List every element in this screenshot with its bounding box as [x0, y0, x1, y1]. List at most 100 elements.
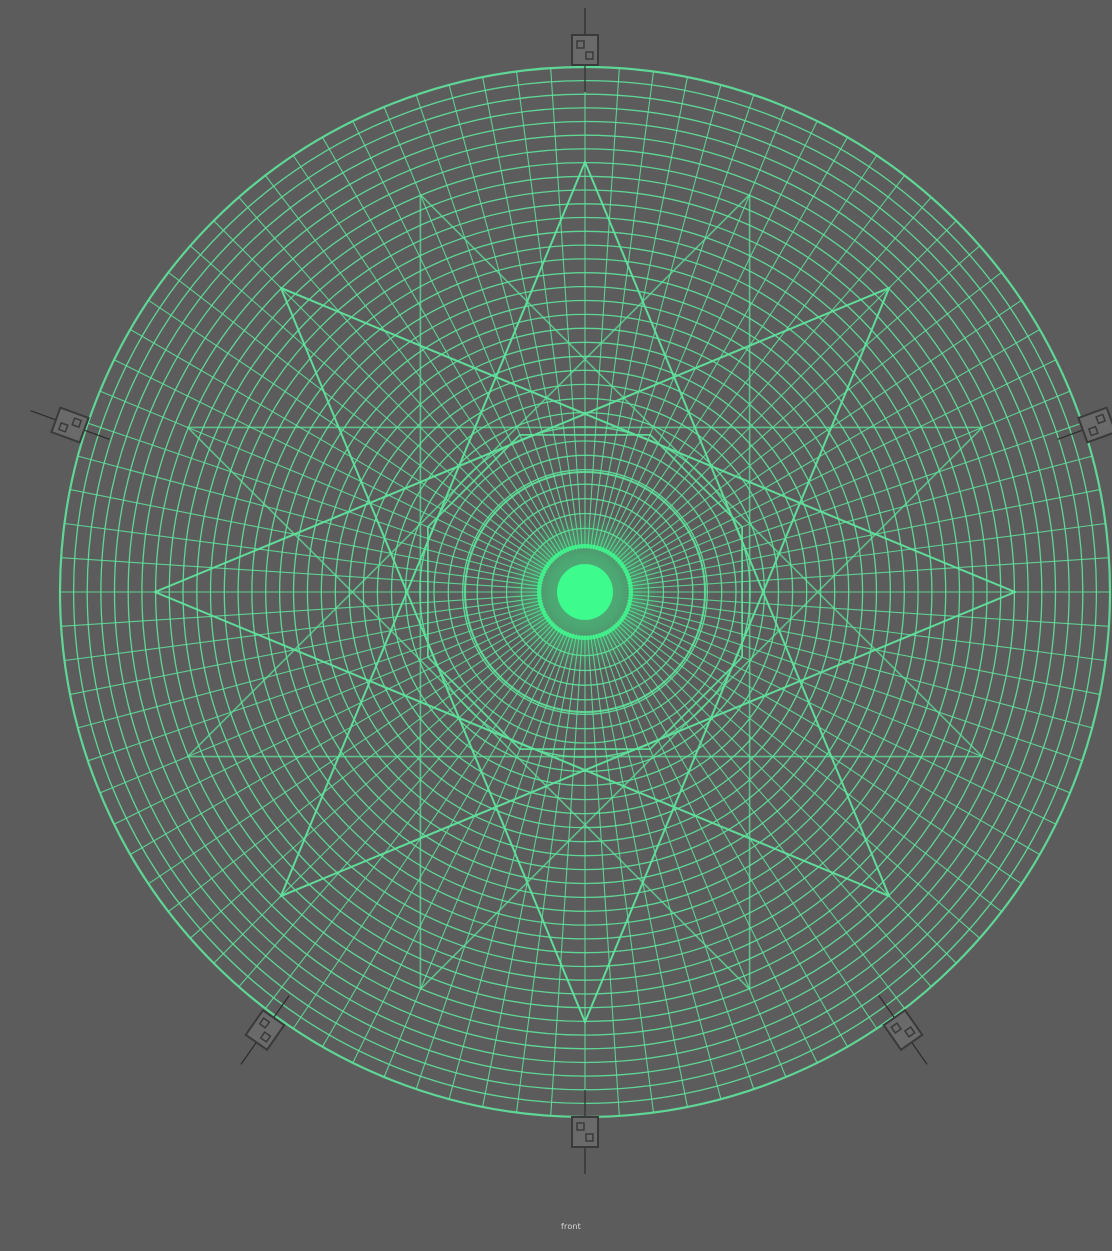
- mesh-spoke: [587, 635, 620, 1116]
- mesh-spoke: [264, 625, 560, 1009]
- mesh-star-edges: [152, 159, 1018, 1025]
- mesh-spoke: [600, 106, 787, 553]
- mesh-spoke: [168, 271, 552, 567]
- mesh-spoke: [148, 615, 550, 885]
- camera-locator-icon[interactable]: [571, 1090, 599, 1174]
- mesh-spoke: [292, 155, 562, 557]
- mesh-spoke: [322, 137, 564, 555]
- mesh-spoke: [623, 610, 1057, 825]
- mesh-spoke: [617, 245, 981, 564]
- camera-locator-icon[interactable]: [26, 398, 114, 451]
- mesh-spoke: [590, 71, 655, 550]
- mesh-spoke: [113, 359, 547, 574]
- camera-locator-icon[interactable]: [1053, 398, 1112, 451]
- locator-body: [1077, 406, 1112, 444]
- mesh-spoke: [99, 390, 546, 577]
- mesh-spoke: [590, 634, 655, 1113]
- mesh-spoke: [264, 175, 560, 559]
- mesh-spoke: [238, 624, 557, 988]
- mesh-spoke: [482, 634, 578, 1108]
- mesh-spoke: [130, 329, 548, 571]
- camera-name-label: front: [560, 1222, 582, 1231]
- mesh-spoke: [550, 635, 583, 1116]
- locator-body: [571, 1116, 599, 1148]
- mesh-spoke: [592, 76, 688, 550]
- mesh-spoke: [587, 68, 620, 549]
- locator-detail: [57, 421, 69, 433]
- locator-detail: [903, 1026, 916, 1038]
- mesh-spoke: [628, 594, 1109, 627]
- locator-detail: [1087, 425, 1099, 437]
- mesh-spoke: [606, 137, 848, 555]
- locator-detail: [1095, 413, 1107, 425]
- locator-body: [244, 1008, 286, 1052]
- mesh-spoke: [238, 196, 557, 560]
- mesh-spoke: [618, 617, 1002, 913]
- mesh-spoke: [77, 602, 544, 729]
- locator-body: [882, 1008, 924, 1052]
- inner-loop: [464, 471, 706, 713]
- camera-locator-icon[interactable]: [868, 988, 937, 1072]
- mesh-spoke: [618, 271, 1002, 567]
- star-edge-inner: [426, 433, 743, 750]
- locator-detail: [259, 1031, 272, 1044]
- mesh-spoke: [627, 489, 1101, 585]
- mesh-spoke: [130, 613, 548, 855]
- mesh-spoke: [515, 71, 580, 550]
- mesh-spoke: [622, 329, 1040, 571]
- mesh-spoke: [87, 605, 545, 762]
- mesh-spoke: [448, 84, 575, 551]
- mesh-spoke: [292, 627, 562, 1029]
- locator-detail: [585, 1133, 594, 1142]
- mesh-spoke: [625, 605, 1083, 762]
- locator-body: [571, 34, 599, 66]
- mesh-spoke: [615, 622, 957, 964]
- mesh-spoke: [620, 299, 1022, 569]
- mesh-spoke: [415, 94, 572, 552]
- mesh-spoke: [189, 245, 553, 564]
- star-edge-outer-offset: [185, 192, 985, 992]
- mesh-spoke: [603, 120, 818, 554]
- mesh-spoke: [448, 633, 575, 1100]
- camera-locator-icon[interactable]: [571, 8, 599, 92]
- mesh-spoke: [626, 455, 1093, 582]
- mesh-spoke: [608, 627, 878, 1029]
- mesh-spoke: [352, 120, 567, 554]
- mesh-spoke: [615, 220, 957, 562]
- mesh-spoke: [415, 632, 572, 1090]
- mesh-spoke: [148, 299, 550, 569]
- mesh-spoke: [622, 613, 1040, 855]
- mesh-spoke: [626, 602, 1093, 729]
- mesh-spoke: [613, 196, 932, 560]
- mesh-spoke: [64, 597, 543, 662]
- mesh-spoke: [610, 625, 906, 1009]
- mesh-spoke: [603, 630, 818, 1064]
- mesh-spoke: [625, 422, 1083, 579]
- mesh-spoke: [113, 610, 547, 825]
- locator-detail: [258, 1016, 271, 1029]
- star-edge-outer: [152, 159, 1018, 1025]
- mesh-spoke: [624, 607, 1071, 794]
- center-ring: [537, 544, 633, 640]
- locator-group: [26, 8, 1112, 1174]
- mesh-spoke: [624, 390, 1071, 577]
- mesh-spoke: [613, 624, 932, 988]
- mesh-spoke: [595, 633, 722, 1100]
- camera-locator-icon[interactable]: [230, 988, 299, 1072]
- mesh-spoke: [623, 359, 1057, 574]
- mesh-spoke: [620, 615, 1022, 885]
- mesh-spoke: [627, 597, 1106, 662]
- mesh-spoke: [189, 620, 553, 939]
- mesh-spoke: [64, 522, 543, 587]
- mesh-spoke: [383, 631, 570, 1078]
- mesh-spoke: [482, 76, 578, 550]
- mesh-spoke: [595, 84, 722, 551]
- mesh-spoke: [77, 455, 544, 582]
- mesh-spoke: [61, 557, 542, 590]
- mesh-spoke: [608, 155, 878, 557]
- mesh-spoke: [550, 68, 583, 549]
- mesh-spokes: [60, 67, 1110, 1117]
- locator-detail: [576, 1122, 585, 1131]
